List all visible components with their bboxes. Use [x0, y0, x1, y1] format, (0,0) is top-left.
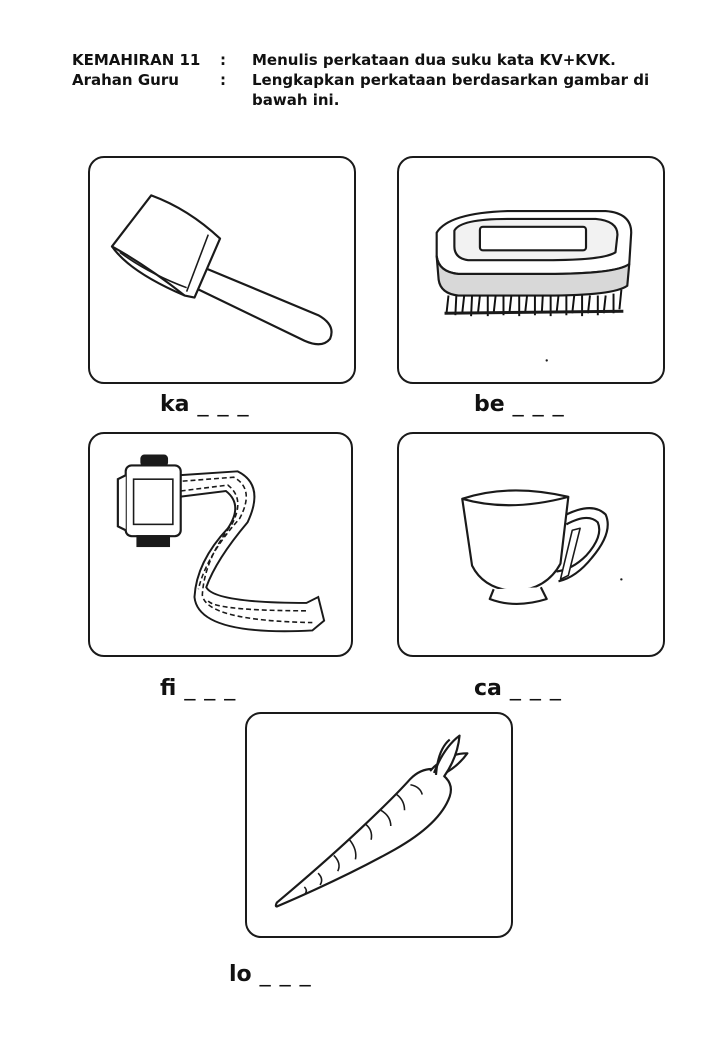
brush-icon [435, 209, 633, 362]
worksheet-header: KEMAHIRAN 11 : Menulis perkataan dua suk… [72, 50, 702, 110]
syllable-prefix: ka [160, 392, 190, 417]
syllable-prefix: ca [474, 676, 502, 701]
answer-be: be _ _ _ [474, 392, 565, 418]
answer-lo: lo _ _ _ [229, 962, 312, 988]
picture-card-brush [397, 156, 665, 384]
syllable-prefix: fi [160, 676, 177, 701]
film-roll-icon [116, 454, 326, 633]
picture-card-cup [397, 432, 665, 657]
skill-separator: : [220, 51, 226, 69]
picture-card-film [88, 432, 353, 657]
answer-blanks[interactable]: _ _ _ [197, 392, 250, 417]
instruction-text: Lengkapkan perkataan berdasarkan gambar … [252, 71, 650, 109]
answer-ca: ca _ _ _ [474, 676, 562, 702]
skill-row: KEMAHIRAN 11 : Menulis perkataan dua suk… [72, 50, 702, 70]
answer-ka: ka _ _ _ [160, 392, 249, 418]
syllable-prefix: be [474, 392, 505, 417]
instruction-label: Arahan Guru [72, 71, 179, 89]
instruction-separator: : [220, 71, 226, 89]
instruction-row: Arahan Guru : Lengkapkan perkataan berda… [72, 70, 702, 110]
answer-blanks[interactable]: _ _ _ [512, 392, 565, 417]
skill-text: Menulis perkataan dua suku kata KV+KVK. [252, 51, 616, 69]
carrot-icon [274, 734, 469, 908]
skill-label: KEMAHIRAN 11 [72, 51, 201, 69]
syllable-prefix: lo [229, 962, 252, 987]
answer-blanks[interactable]: _ _ _ [509, 676, 562, 701]
axe-icon [110, 194, 333, 346]
answer-blanks[interactable]: _ _ _ [184, 676, 237, 701]
answer-blanks[interactable]: _ _ _ [259, 962, 312, 987]
picture-card-carrot [245, 712, 513, 938]
answer-fi: fi _ _ _ [160, 676, 236, 702]
teacup-icon [461, 489, 623, 606]
picture-card-axe [88, 156, 356, 384]
